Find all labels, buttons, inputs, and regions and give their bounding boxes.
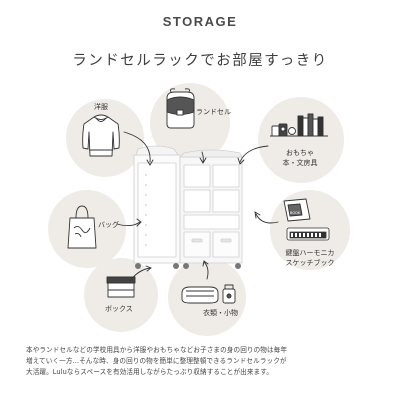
caption-line-3: 大活躍。Luluならスペースを有効活用しながらたっぷり収納することが出来ます。 <box>26 368 273 376</box>
folded-clothes-icon <box>181 284 236 304</box>
label-box: ボックス <box>105 305 133 313</box>
books-toys-icon <box>270 113 328 137</box>
label-bag: バッグ <box>98 221 119 229</box>
book-cover-text: BOOK <box>290 211 301 215</box>
book-icon <box>283 198 311 222</box>
shirt-icon <box>82 114 120 157</box>
tote-bag-icon <box>67 205 97 249</box>
label-toys: おもちゃ 本・文房具 <box>268 148 332 168</box>
label-randoseru: ランドセル <box>196 108 231 116</box>
page-title: STORAGE <box>162 14 238 29</box>
box-icon <box>106 276 136 298</box>
harmonica-icon <box>286 227 330 241</box>
page-subtitle: ランドセルラックでお部屋すっきり <box>72 53 328 69</box>
randoseru-icon <box>166 88 195 129</box>
bubble-toys <box>258 97 344 183</box>
label-small-items: 衣類・小物 <box>203 309 238 317</box>
caption-line-1: 本やランドセルなどの学校用具から洋服やおもちゃなどお子さまの身の回りの物は毎年 <box>26 346 288 354</box>
label-toys-line2: 本・文房具 <box>282 159 318 167</box>
label-harmonica: 鍵盤ハーモニカ スケッチブック <box>274 248 346 268</box>
randoseru-rack-image <box>133 145 243 269</box>
caption-line-2: 増えていく一方…そんな時、身の回りの物を簡単に整理整頓できるランドセルラックが <box>26 357 287 365</box>
label-harmonica-line2: スケッチブック <box>285 259 335 267</box>
label-harmonica-line1: 鍵盤ハーモニカ <box>285 249 335 257</box>
label-clothes: 洋服 <box>94 103 108 111</box>
caption-paragraph: 本やランドセルなどの学校用具から洋服やおもちゃなどお子さまの身の回りの物は毎年 … <box>26 345 376 378</box>
label-toys-line1: おもちゃ <box>286 149 314 157</box>
